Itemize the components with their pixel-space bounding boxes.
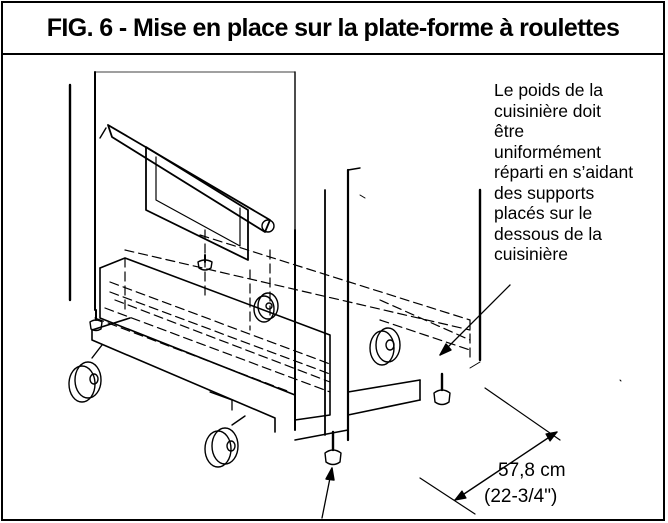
range-side-cabinet [294,167,482,442]
leg-front [324,430,342,466]
leg-right [433,372,451,406]
weight-distribution-note: Le poids de la cuisinière doit être unif… [494,80,660,265]
note-line: uniformément [494,141,601,162]
note-line: des supports [494,182,595,203]
note-line: réparti en s’aidant [494,162,634,182]
title-bar: FIG. 6 - Mise en place sur la plate-form… [3,3,663,55]
note-line: dessous de la [494,223,602,244]
caster-front-middle [204,415,246,468]
note-line: placés sur le [494,203,593,223]
leveling-legs [89,254,451,466]
oven-handle [99,124,275,233]
caster-rear-left [253,292,279,323]
bottom-pointer-arrow [321,467,335,519]
dimension-lines [419,387,561,515]
note-line: Le poids de la [494,80,603,100]
leg-back [197,254,213,271]
note-line: cuisinière doit [494,100,601,121]
detail-marks [359,194,622,382]
dimension-label-cm: 57,8 cm [498,460,566,481]
caster-rear-right [369,327,401,366]
caster-front-left [68,344,103,403]
dimension-label-inches: (22-3/4") [484,486,558,507]
callout-arrow [439,284,511,356]
note-line: être [494,121,525,141]
wheeled-dolly [91,234,471,441]
leg-left [89,309,103,332]
caster-wheels [68,292,401,468]
note-line: cuisinière [494,244,568,264]
range-body [68,71,296,311]
figure-title: FIG. 6 - Mise en place sur la plate-form… [46,13,620,42]
